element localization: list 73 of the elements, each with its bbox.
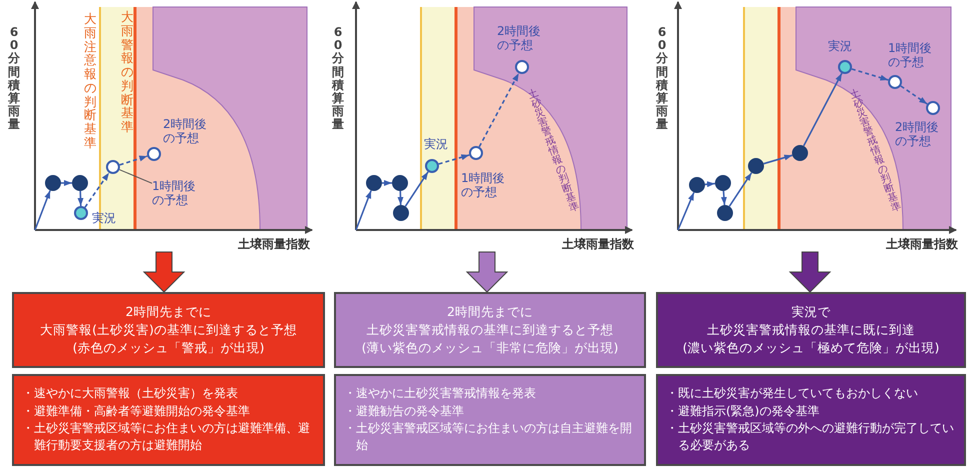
data-point	[689, 177, 705, 193]
text-box	[656, 374, 966, 466]
bullet-item: ・避難準備・高齢者等避難開始の発令基準	[22, 402, 251, 420]
data-point	[393, 205, 409, 221]
bullet-item: ・既に土砂災害が発生していてもおかしくない	[666, 385, 919, 402]
axis-title: 60分間積算雨量	[332, 26, 344, 132]
arrow	[355, 190, 372, 230]
heading-text: (薄い紫色のメッシュ「非常に危険」が出現)	[362, 339, 618, 358]
heading-text: 土砂災害警戒情報の基準に既に到達	[707, 320, 915, 339]
arrow	[704, 181, 716, 188]
arrow	[763, 154, 793, 164]
zone-label: 土砂災害警戒情報の判断基準	[527, 88, 581, 214]
axis-title: 土壌雨量指数	[562, 236, 634, 253]
header-box	[334, 292, 646, 368]
arrow	[851, 68, 889, 81]
zone-label: 大雨注意報の判断基準	[84, 12, 96, 150]
point-label: 1時間後の予想	[152, 180, 202, 208]
point-label: 2時間後の予想	[497, 25, 542, 53]
data-point	[715, 175, 731, 191]
axis-title: 60分間積算雨量	[656, 26, 668, 132]
bullet-item: ・避難勧告の発令基準	[344, 402, 465, 420]
point-label: 1時間後の予想	[888, 42, 933, 70]
point-label: 2時間後の予想	[163, 118, 208, 146]
bullet-item: ・土砂災害警戒区域等にお住まいの方は自主避難を開始	[344, 420, 633, 454]
heading-text: 2時間先までに	[447, 302, 533, 321]
block-arrow	[466, 252, 508, 293]
axis-title: 土壌雨量指数	[238, 236, 310, 253]
axis-title: 土壌雨量指数	[886, 236, 958, 253]
bullet-item: ・土砂災害警戒区域等の外への避難行動が完了している必要がある	[666, 420, 955, 454]
data-point	[45, 175, 61, 191]
point-label: 2時間後の予想	[895, 121, 940, 149]
data-point	[366, 175, 382, 191]
text-box	[12, 374, 325, 466]
point-label: 実況	[828, 40, 852, 54]
point-label: 実況	[424, 138, 448, 152]
arrow	[61, 180, 72, 186]
arrow	[397, 190, 404, 206]
arrow	[34, 190, 51, 230]
heading-text: 2時間先までに	[126, 302, 212, 321]
arrow	[119, 155, 148, 166]
heading-text: 土砂災害警戒情報の基準に到達すると予想	[366, 320, 614, 339]
arrow	[677, 192, 695, 230]
heading-text: (赤色のメッシュ「警戒」が出現)	[72, 339, 264, 358]
arrow	[404, 171, 429, 207]
arrow	[900, 85, 928, 105]
arrow	[382, 180, 392, 186]
header-box	[12, 292, 325, 368]
axis-title: 60分間積算雨量	[8, 26, 20, 132]
bullet-item: ・土砂災害警戒区域等にお住まいの方は避難準備、避難行動要支援者の方は避難開始	[22, 420, 311, 454]
leader-line	[119, 169, 152, 184]
bullet-item: ・速やかに土砂災害警戒情報を発表	[344, 385, 537, 402]
arrow	[478, 72, 520, 148]
arrow	[84, 172, 110, 208]
arrow	[438, 154, 470, 165]
arrow	[728, 172, 752, 207]
data-point	[392, 175, 408, 191]
heading-text: 大雨警報(土砂災害)の基準に到達すると予想	[40, 320, 297, 339]
block-arrow	[142, 252, 186, 293]
header-box	[656, 292, 966, 368]
arrow	[78, 190, 84, 206]
bullet-item: ・速やかに大雨警報（土砂災害）を発表	[22, 385, 239, 402]
bullet-item: ・避難指示(緊急)の発令基準	[666, 402, 820, 420]
point-label: 1時間後の予想	[461, 172, 506, 200]
data-point	[74, 206, 88, 220]
data-point	[72, 175, 88, 191]
text-box	[334, 374, 646, 466]
arrow	[803, 72, 842, 146]
arrow	[720, 190, 727, 206]
zone-label: 大雨警報の判断基準	[121, 10, 134, 134]
heading-text: (濃い紫色のメッシュ「極めて危険」が出現)	[682, 339, 940, 358]
heading-text: 実況で	[792, 302, 830, 321]
block-arrow	[788, 252, 832, 293]
data-point	[717, 205, 733, 221]
